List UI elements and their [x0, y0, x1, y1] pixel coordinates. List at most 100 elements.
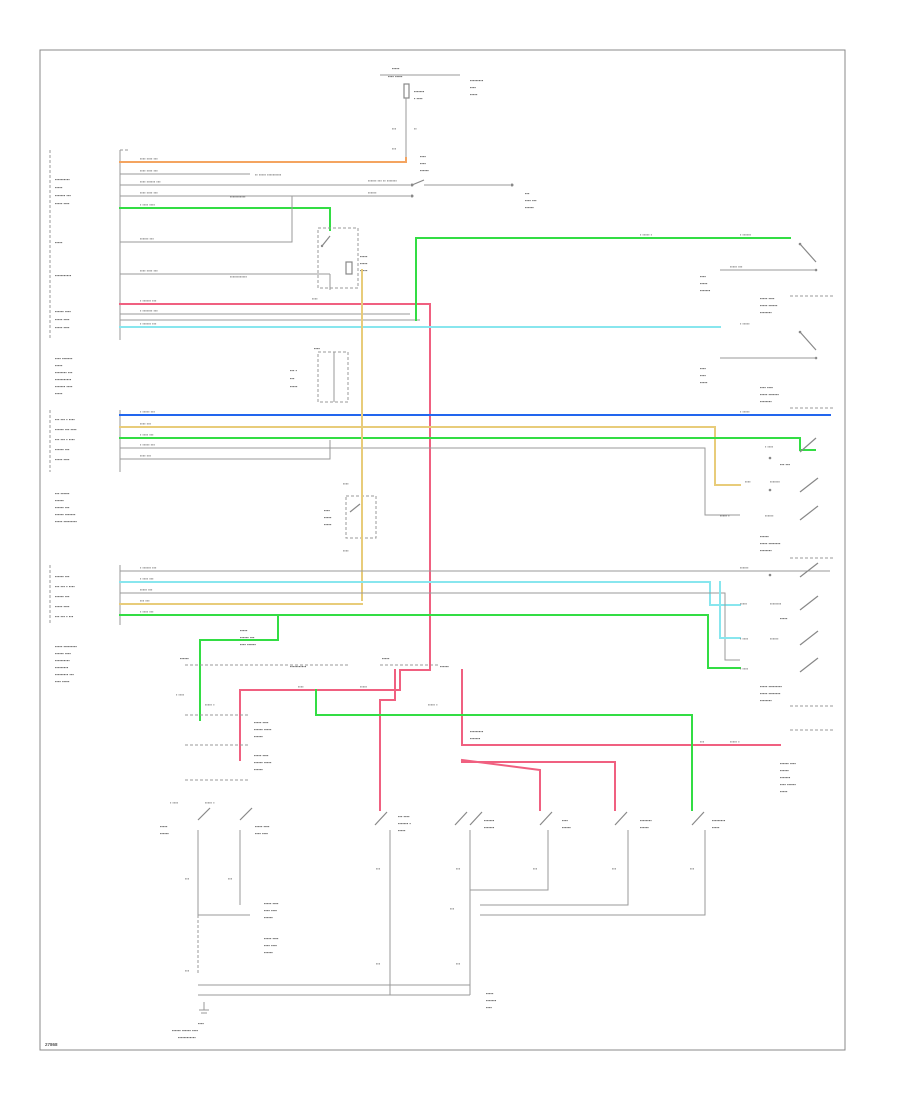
svg-text:▪▪▪▪▪▪: ▪▪▪▪▪▪ — [264, 915, 273, 920]
svg-text:▪▪▪▪: ▪▪▪▪ — [198, 1021, 204, 1026]
svg-text:▪▪▪▪▪ ▪▪▪▪▪▪▪▪▪: ▪▪▪▪▪ ▪▪▪▪▪▪▪▪▪ — [55, 644, 77, 649]
svg-text:▪ ▪▪▪▪: ▪ ▪▪▪▪ — [170, 800, 179, 805]
svg-text:▪▪▪▪▪▪: ▪▪▪▪▪▪ — [180, 656, 189, 661]
svg-text:▪▪▪▪▪▪▪▪: ▪▪▪▪▪▪▪▪ — [760, 548, 772, 553]
svg-text:▪▪▪▪: ▪▪▪▪ — [343, 481, 349, 486]
svg-text:▪▪▪▪▪: ▪▪▪▪▪ — [486, 991, 494, 996]
svg-text:▪▪▪▪▪: ▪▪▪▪▪ — [55, 240, 63, 245]
svg-text:▪▪▪▪▪ ▪▪▪▪: ▪▪▪▪▪ ▪▪▪▪ — [55, 604, 70, 609]
svg-text:▪▪▪▪: ▪▪▪▪ — [312, 296, 318, 301]
svg-text:▪▪▪▪ ▪▪▪▪▪: ▪▪▪▪ ▪▪▪▪▪ — [55, 679, 70, 684]
svg-text:▪▪▪▪▪ ▪▪▪▪: ▪▪▪▪▪ ▪▪▪▪ — [264, 936, 279, 941]
svg-text:▪▪▪▪▪▪▪: ▪▪▪▪▪▪▪ — [770, 479, 781, 484]
svg-text:▪▪▪▪▪▪ ▪▪▪▪▪: ▪▪▪▪▪▪ ▪▪▪▪▪ — [254, 760, 272, 765]
svg-text:▪▪▪ ▪▪▪ ▪ ▪▪▪: ▪▪▪ ▪▪▪ ▪ ▪▪▪ — [55, 614, 74, 619]
svg-text:▪▪ ▪▪▪▪▪ ▪▪▪▪▪▪▪▪▪▪: ▪▪ ▪▪▪▪▪ ▪▪▪▪▪▪▪▪▪▪ — [255, 172, 282, 177]
relay-lower-middle: ▪▪▪▪ ▪▪▪▪ ▪▪▪▪▪ ▪▪▪▪▪ ▪▪▪▪ — [324, 481, 377, 553]
fuse-left-middle: ▪▪▪▪ ▪▪▪ ▪ ▪▪▪ ▪▪▪▪▪ — [290, 346, 349, 403]
svg-text:▪▪▪▪▪▪▪ ▪▪▪: ▪▪▪▪▪▪▪ ▪▪▪ — [55, 193, 72, 198]
wire-green-right-rear — [415, 237, 791, 321]
svg-text:▪▪▪▪▪▪ ▪▪▪▪▪: ▪▪▪▪▪▪ ▪▪▪▪▪ — [254, 727, 272, 732]
svg-text:▪▪▪▪▪▪: ▪▪▪▪▪▪ — [765, 513, 774, 518]
svg-text:▪▪▪▪▪: ▪▪▪▪▪ — [780, 616, 788, 621]
svg-text:▪▪▪▪▪▪▪: ▪▪▪▪▪▪▪ — [414, 89, 425, 94]
svg-text:▪▪▪▪: ▪▪▪▪ — [700, 274, 706, 279]
svg-text:▪▪▪▪▪ ▪▪▪▪: ▪▪▪▪▪ ▪▪▪▪ — [55, 317, 70, 322]
svg-text:▪▪▪▪▪ ▪: ▪▪▪▪▪ ▪ — [720, 513, 730, 518]
svg-text:▪▪▪▪ ▪▪▪: ▪▪▪▪ ▪▪▪ — [140, 453, 152, 458]
svg-text:▪▪▪▪▪: ▪▪▪▪▪ — [55, 185, 63, 190]
passenger-window-module: ▪▪▪▪▪▪ ▪▪▪ ▪▪▪ ▪▪▪ ▪ ▪▪▪▪ ▪▪▪▪▪▪ ▪▪▪ ▪▪▪… — [49, 565, 121, 684]
svg-text:▪▪▪▪▪: ▪▪▪▪▪ — [382, 656, 390, 661]
svg-text:▪▪▪▪ ▪▪▪▪▪▪ ▪▪▪: ▪▪▪▪ ▪▪▪▪▪▪ ▪▪▪ — [140, 179, 161, 184]
svg-text:▪▪▪: ▪▪▪ — [456, 961, 461, 966]
svg-text:▪▪▪▪▪ ▪: ▪▪▪▪▪ ▪ — [205, 800, 215, 805]
svg-text:▪▪▪▪▪▪▪▪▪ ▪▪▪: ▪▪▪▪▪▪▪▪▪ ▪▪▪ — [55, 672, 74, 677]
svg-text:▪▪▪▪▪▪▪▪▪: ▪▪▪▪▪▪▪▪▪ — [470, 78, 484, 83]
svg-text:▪▪▪▪▪▪▪: ▪▪▪▪▪▪▪ — [700, 288, 711, 293]
svg-text:▪▪▪▪▪ ▪▪▪: ▪▪▪▪▪ ▪▪▪ — [730, 264, 743, 269]
svg-text:▪▪▪: ▪▪▪ — [525, 191, 530, 196]
svg-text:▪▪▪▪▪▪: ▪▪▪▪▪▪ — [254, 734, 263, 739]
svg-text:▪▪▪▪ ▪▪▪▪▪▪: ▪▪▪▪ ▪▪▪▪▪▪ — [240, 642, 257, 647]
right-rear-window-switch: ▪▪▪▪▪ ▪▪▪ ▪▪▪▪ ▪▪▪▪▪ ▪▪▪▪▪▪▪ ▪▪▪▪▪ ▪▪▪▪ … — [700, 242, 835, 315]
svg-text:▪▪▪▪▪▪▪▪▪: ▪▪▪▪▪▪▪▪▪ — [470, 729, 484, 734]
svg-text:▪▪▪▪▪▪▪: ▪▪▪▪▪▪▪ — [484, 825, 495, 830]
svg-text:▪ ▪▪▪▪ ▪▪▪: ▪ ▪▪▪▪ ▪▪▪ — [140, 576, 154, 581]
svg-text:▪▪▪▪▪: ▪▪▪▪▪ — [55, 391, 63, 396]
svg-text:▪▪▪▪: ▪▪▪▪ — [420, 161, 426, 166]
svg-text:▪ ▪▪▪▪▪ ▪: ▪ ▪▪▪▪▪ ▪ — [640, 232, 653, 237]
svg-text:▪▪▪▪▪ ▪▪▪▪▪▪: ▪▪▪▪▪ ▪▪▪▪▪▪ — [760, 303, 778, 308]
svg-text:▪▪▪▪▪▪: ▪▪▪▪▪▪ — [562, 825, 571, 830]
svg-text:▪▪▪▪▪: ▪▪▪▪▪ — [324, 522, 332, 527]
svg-text:▪▪▪▪▪: ▪▪▪▪▪ — [290, 384, 298, 389]
left-rear-window-switch: ▪ ▪▪▪▪▪ ▪▪▪▪ ▪▪▪▪ ▪▪▪▪▪ ▪▪▪▪ ▪▪▪▪ ▪▪▪▪▪ … — [700, 321, 835, 409]
svg-text:▪▪▪: ▪▪▪ — [612, 866, 617, 871]
svg-text:▪ ▪▪▪▪: ▪ ▪▪▪▪ — [176, 692, 185, 697]
svg-text:▪▪▪▪▪▪ ▪▪▪▪: ▪▪▪▪▪▪ ▪▪▪▪ — [780, 761, 797, 766]
svg-text:▪▪▪▪: ▪▪▪▪ — [470, 85, 476, 90]
svg-text:▪▪▪▪▪▪▪▪▪▪▪: ▪▪▪▪▪▪▪▪▪▪▪ — [55, 273, 72, 278]
svg-text:▪▪▪▪ ▪▪▪▪ ▪▪▪: ▪▪▪▪ ▪▪▪▪ ▪▪▪ — [140, 156, 158, 161]
svg-text:▪▪▪▪ ▪▪▪▪▪▪▪: ▪▪▪▪ ▪▪▪▪▪▪▪ — [55, 356, 73, 361]
svg-text:▪ ▪▪▪▪: ▪ ▪▪▪▪ — [740, 636, 749, 641]
svg-text:▪▪▪: ▪▪▪ — [290, 376, 295, 381]
svg-text:▪▪▪▪▪▪: ▪▪▪▪▪▪ — [740, 565, 749, 570]
svg-text:▪▪▪: ▪▪▪ — [185, 968, 190, 973]
svg-text:▪▪▪▪▪▪: ▪▪▪▪▪▪ — [254, 767, 263, 772]
svg-text:▪▪▪▪▪▪ ▪▪▪: ▪▪▪▪▪▪ ▪▪▪ — [140, 236, 154, 241]
svg-text:▪ ▪▪▪▪▪▪ ▪▪▪: ▪ ▪▪▪▪▪▪ ▪▪▪ — [140, 298, 157, 303]
svg-text:▪▪▪▪▪: ▪▪▪▪▪ — [712, 825, 720, 830]
lower-switch-row: ▪▪▪▪▪ ▪▪▪▪▪▪ ▪▪▪▪▪ ▪▪▪▪ ▪▪▪▪ ▪▪▪▪ ▪▪▪ ▪▪… — [160, 807, 726, 836]
svg-text:▪▪▪▪▪: ▪▪▪▪▪ — [160, 824, 168, 829]
svg-text:▪▪▪▪ ▪▪▪▪▪: ▪▪▪▪ ▪▪▪▪▪ — [388, 74, 403, 79]
svg-text:▪▪▪▪▪▪▪▪ ▪▪▪: ▪▪▪▪▪▪▪▪ ▪▪▪ — [55, 370, 73, 375]
svg-text:▪▪▪ ▪▪▪▪▪▪: ▪▪▪ ▪▪▪▪▪▪ — [55, 491, 70, 496]
svg-text:▪ ▪▪▪▪▪▪ ▪▪▪: ▪ ▪▪▪▪▪▪ ▪▪▪ — [140, 565, 157, 570]
svg-text:▪▪▪ ▪▪▪ ▪ ▪▪▪▪: ▪▪▪ ▪▪▪ ▪ ▪▪▪▪ — [55, 417, 75, 422]
svg-text:▪▪▪▪▪▪: ▪▪▪▪▪▪ — [640, 825, 649, 830]
svg-text:▪▪▪▪▪ ▪▪▪▪: ▪▪▪▪▪ ▪▪▪▪ — [55, 325, 70, 330]
svg-text:▪▪▪▪: ▪▪▪▪ — [298, 684, 304, 689]
svg-text:▪▪▪▪: ▪▪▪▪ — [343, 548, 349, 553]
svg-text:▪▪▪▪▪ ▪▪▪▪: ▪▪▪▪▪ ▪▪▪▪ — [55, 201, 70, 206]
svg-text:▪ ▪▪▪▪▪ ▪▪▪: ▪ ▪▪▪▪▪ ▪▪▪ — [140, 409, 156, 414]
svg-text:▪▪▪▪▪▪▪▪▪▪▪: ▪▪▪▪▪▪▪▪▪▪▪ — [55, 377, 72, 382]
svg-text:▪▪▪▪▪ ▪: ▪▪▪▪▪ ▪ — [428, 702, 438, 707]
svg-text:▪▪▪▪▪▪ ▪▪▪ ▪▪▪▪: ▪▪▪▪▪▪ ▪▪▪ ▪▪▪▪ — [55, 427, 77, 432]
svg-text:▪▪▪▪▪▪ ▪▪▪: ▪▪▪▪▪▪ ▪▪▪ — [55, 505, 70, 510]
svg-text:▪▪▪▪▪: ▪▪▪▪▪ — [700, 380, 708, 385]
svg-text:▪ ▪▪▪▪▪▪: ▪ ▪▪▪▪▪▪ — [740, 232, 752, 237]
page-code: 27868 — [45, 1042, 58, 1047]
body-control-module: ▪▪▪▪▪▪▪▪▪▪ ▪▪▪▪▪ ▪▪▪▪▪▪▪ ▪▪▪ ▪▪▪▪▪ ▪▪▪▪ … — [49, 149, 130, 396]
svg-text:▪▪▪▪▪: ▪▪▪▪▪ — [780, 789, 788, 794]
svg-text:▪▪▪ ▪▪▪ ▪ ▪▪▪▪: ▪▪▪ ▪▪▪ ▪ ▪▪▪▪ — [55, 437, 75, 442]
wire-green-lower-left — [199, 614, 279, 721]
svg-text:▪▪▪▪▪▪: ▪▪▪▪▪▪ — [760, 534, 769, 539]
svg-text:▪ ▪▪▪▪: ▪ ▪▪▪▪ — [740, 666, 749, 671]
svg-text:▪▪▪▪ ▪▪▪▪ ▪▪▪: ▪▪▪▪ ▪▪▪▪ ▪▪▪ — [140, 190, 158, 195]
svg-text:▪▪▪▪▪ ▪▪▪▪: ▪▪▪▪▪ ▪▪▪▪ — [255, 824, 270, 829]
svg-text:▪▪▪▪▪ ▪▪▪▪: ▪▪▪▪▪ ▪▪▪▪ — [254, 720, 269, 725]
svg-text:▪▪▪▪▪▪ ▪▪▪: ▪▪▪▪▪▪ ▪▪▪ — [55, 447, 70, 452]
svg-text:▪▪▪: ▪▪▪ — [392, 126, 397, 131]
